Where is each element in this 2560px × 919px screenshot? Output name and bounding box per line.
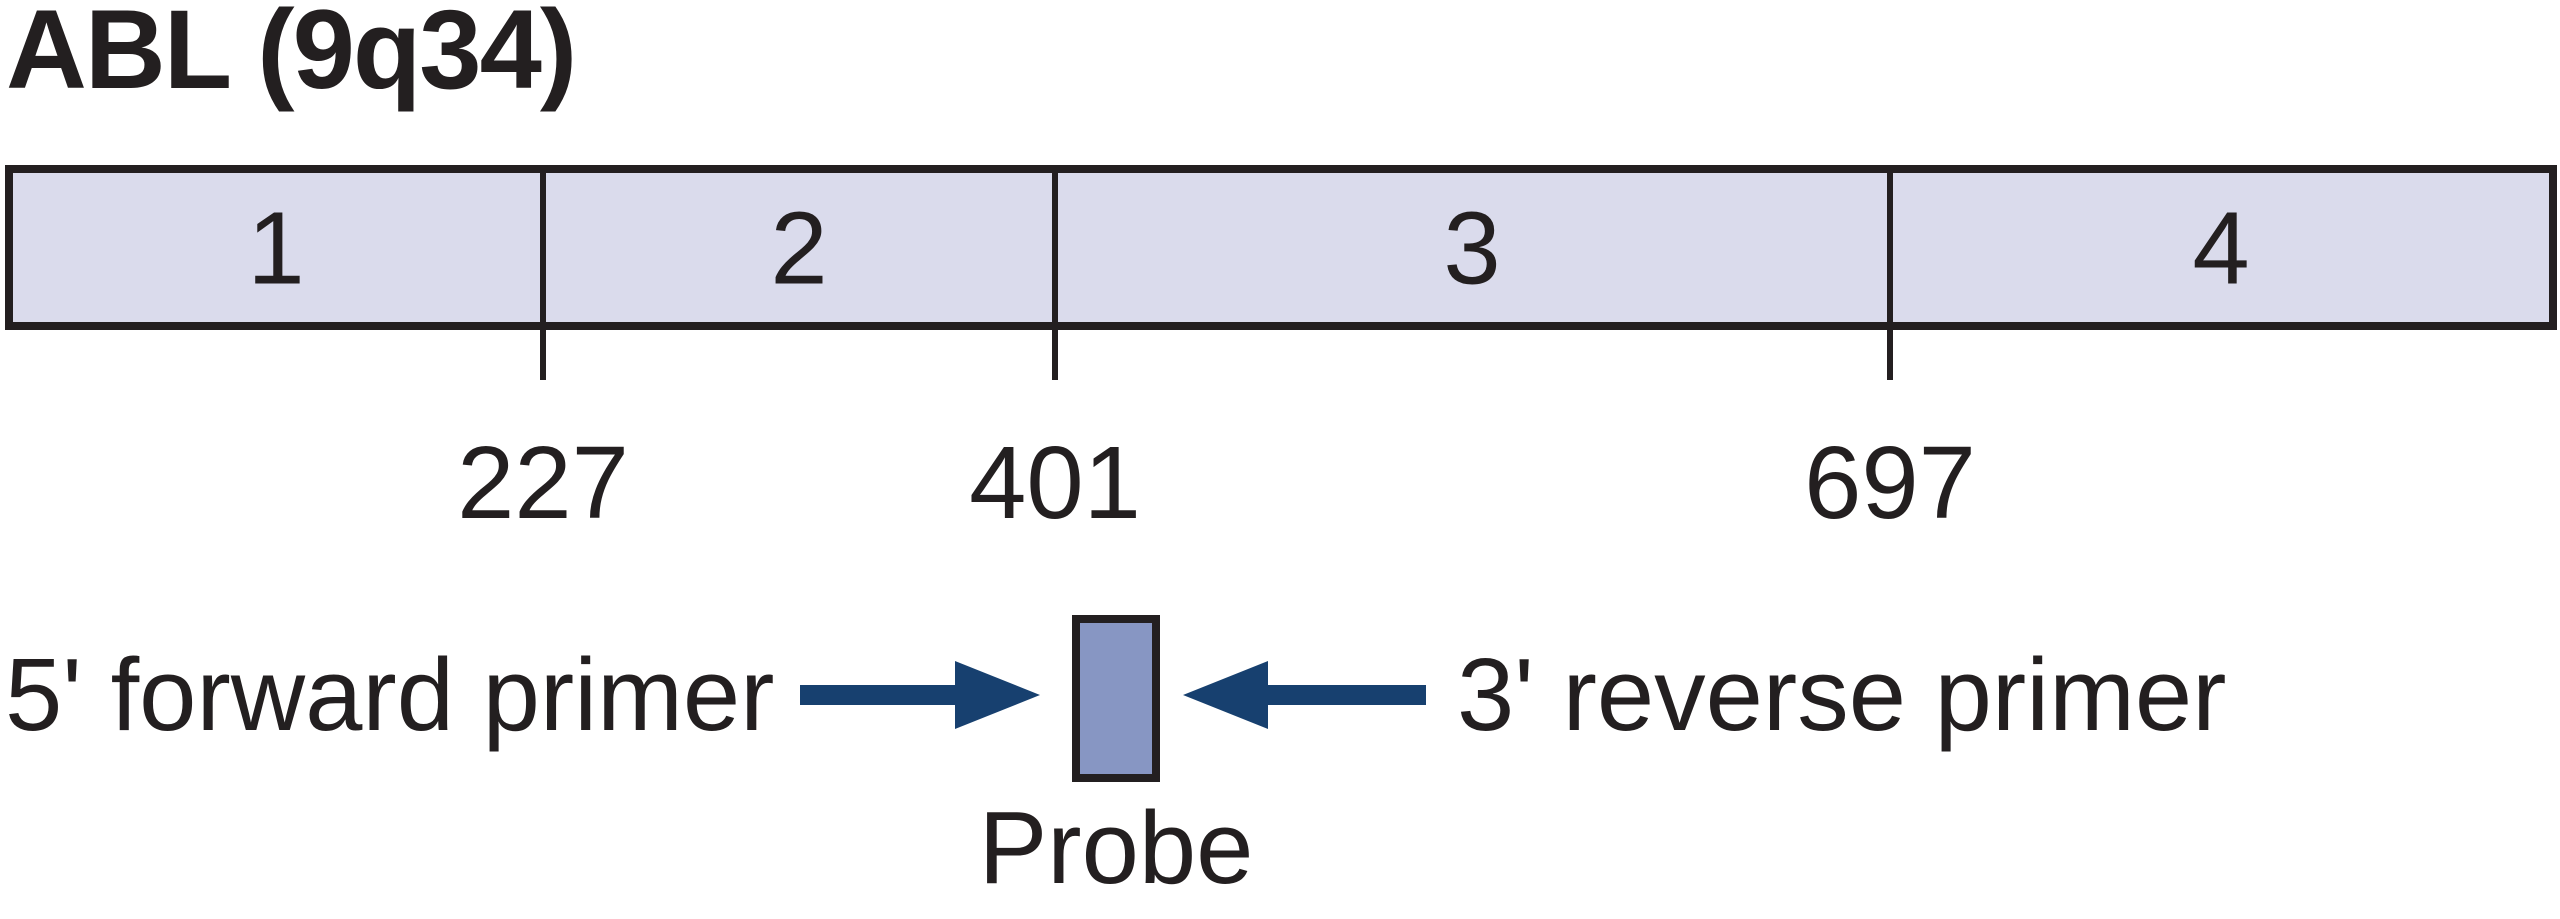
forward-primer-label: 5' forward primer — [5, 637, 775, 752]
boundary-label-401: 401 — [969, 425, 1141, 540]
boundary-label-697: 697 — [1804, 425, 1976, 540]
forward-arrow-shaft — [800, 685, 958, 705]
exon-label-3: 3 — [1443, 190, 1501, 305]
exon-label-2: 2 — [770, 190, 828, 305]
reverse-arrow-head-icon — [1183, 661, 1268, 729]
boundary-tick-401 — [1052, 322, 1058, 380]
boundary-tick-227 — [540, 322, 546, 380]
exon-divider-2-3 — [1052, 173, 1058, 322]
reverse-arrow-shaft — [1266, 685, 1426, 705]
gene-bar: 1 2 3 4 — [5, 165, 2557, 330]
reverse-primer-label: 3' reverse primer — [1457, 637, 2227, 752]
probe-label: Probe — [978, 790, 1254, 905]
exon-divider-1-2 — [540, 173, 546, 322]
forward-arrow-head-icon — [955, 661, 1040, 729]
boundary-tick-697 — [1887, 322, 1893, 380]
page-title: ABL (9q34) — [6, 0, 577, 112]
boundary-label-227: 227 — [457, 425, 629, 540]
probe-marker — [1072, 615, 1160, 782]
exon-label-1: 1 — [247, 190, 305, 305]
exon-label-4: 4 — [2192, 190, 2250, 305]
exon-divider-3-4 — [1887, 173, 1893, 322]
